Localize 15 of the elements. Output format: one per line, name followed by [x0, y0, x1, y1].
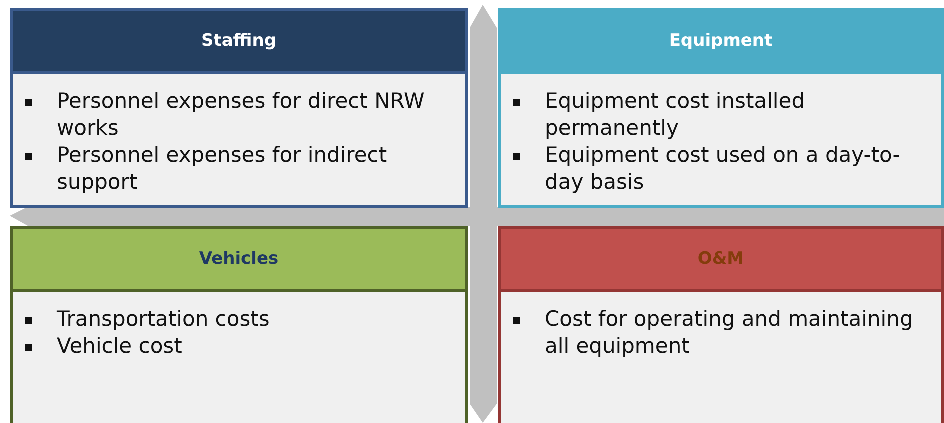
card-title: Staffing — [201, 31, 277, 51]
bullet-text: Cost for operating and maintaining all equipment — [545, 306, 914, 360]
bullet-text: Equipment cost used on a day-to-day basis — [545, 142, 902, 196]
category-card — [10, 226, 468, 423]
category-card — [10, 8, 468, 208]
bullet-text: Equipment cost installed permanently — [545, 88, 806, 142]
category-card — [498, 226, 944, 423]
bullet-text: Personnel expenses for direct NRW works — [57, 88, 426, 142]
bullet-text: Transportation costs — [57, 306, 270, 333]
bullet-text: Vehicle cost — [57, 333, 182, 360]
card-title: O&M — [698, 249, 744, 269]
bullet-text: Personnel expenses for indirect support — [57, 142, 388, 196]
card-title: Vehicles — [199, 249, 279, 269]
category-card — [498, 8, 944, 208]
card-title: Equipment — [669, 31, 773, 51]
